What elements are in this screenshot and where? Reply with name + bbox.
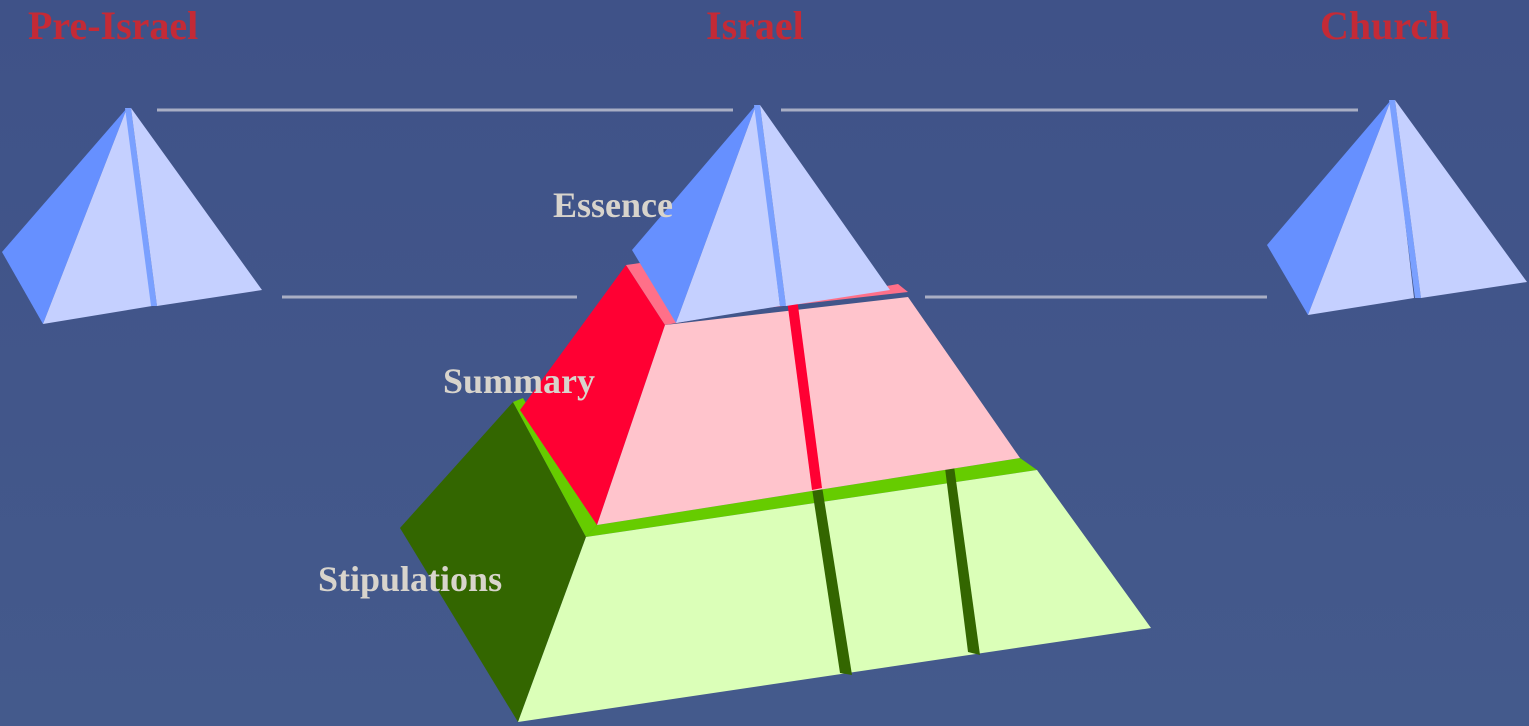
church-pyramid-dark-face [1267, 100, 1391, 315]
summary-layer [520, 263, 1020, 525]
church-pyramid-ridge [1389, 100, 1421, 298]
essence-right-face [760, 105, 890, 306]
essence-dark-face [632, 105, 756, 323]
connector-lines [157, 108, 1358, 299]
stipulations-edge-left [513, 398, 597, 537]
essence-ridge [754, 105, 786, 306]
stipulations-top-edge [586, 458, 1037, 537]
pre-israel-pyramid-left-face [43, 108, 152, 324]
label-essence: Essence [553, 185, 673, 225]
pre-israel-pyramid-ridge [125, 108, 157, 306]
essence-left-face [676, 105, 780, 323]
summary-dark-face [520, 265, 665, 525]
stipulations-layer [400, 398, 1151, 722]
pre-israel-pyramid-right-face [131, 108, 262, 306]
heading-pre-israel: Pre-Israel [28, 3, 199, 48]
church-pyramid-right-face [1395, 100, 1527, 298]
stipulations-divider-2 [945, 466, 980, 655]
stipulations-dark-face [400, 402, 586, 722]
pre-israel-pyramid [2, 108, 262, 324]
heading-church: Church [1320, 3, 1451, 48]
church-pyramid [1267, 100, 1527, 315]
heading-israel: Israel [706, 3, 804, 48]
label-stipulations: Stipulations [318, 559, 503, 599]
summary-divider [787, 298, 822, 490]
label-summary: Summary [443, 361, 595, 401]
essence-layer [632, 105, 890, 323]
church-pyramid-left-face [1308, 100, 1414, 315]
pre-israel-pyramid-dark-face [2, 108, 127, 324]
stipulations-divider-1 [811, 480, 852, 675]
